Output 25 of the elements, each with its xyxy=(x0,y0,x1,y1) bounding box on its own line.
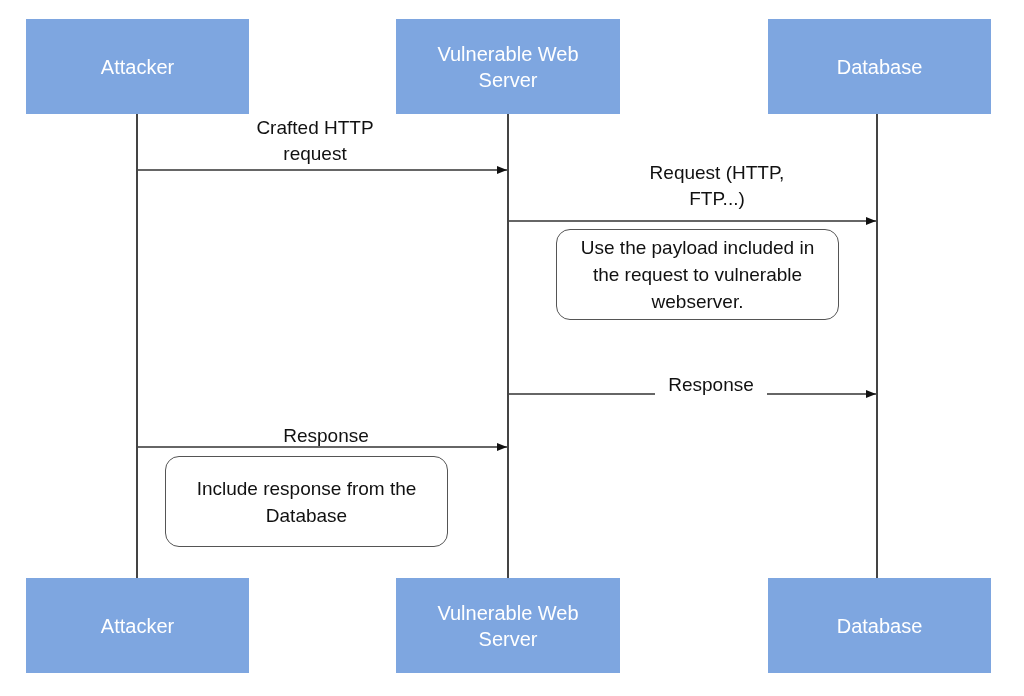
message-arrow xyxy=(137,442,508,452)
participant-box xyxy=(768,578,991,673)
edge-label: Response xyxy=(282,424,370,448)
participant-box xyxy=(26,19,249,114)
lifeline xyxy=(876,114,878,578)
node-text: Database xyxy=(836,54,923,80)
node-text: Vulnerable Web Server xyxy=(436,41,580,93)
node-text: Attacker xyxy=(100,613,175,639)
lifeline xyxy=(136,114,138,578)
node-text: Include response from the Database xyxy=(195,476,418,528)
note-box xyxy=(165,456,448,547)
edge-label: Crafted HTTP request xyxy=(255,116,375,166)
note-box xyxy=(556,229,839,320)
message-arrow xyxy=(137,165,508,175)
lifeline xyxy=(507,114,509,578)
participant-box xyxy=(26,578,249,673)
edge-label: Request (HTTP, FTP...) xyxy=(648,161,786,211)
node-text: Attacker xyxy=(100,54,175,80)
node-text: Vulnerable Web Server xyxy=(436,600,580,652)
node-text: Database xyxy=(836,613,923,639)
message-arrow xyxy=(508,216,877,226)
participant-box xyxy=(768,19,991,114)
participant-box xyxy=(396,19,620,114)
participant-box xyxy=(396,578,620,673)
node-text: Use the payload included in the request to vulnerable webserver. xyxy=(579,236,816,314)
